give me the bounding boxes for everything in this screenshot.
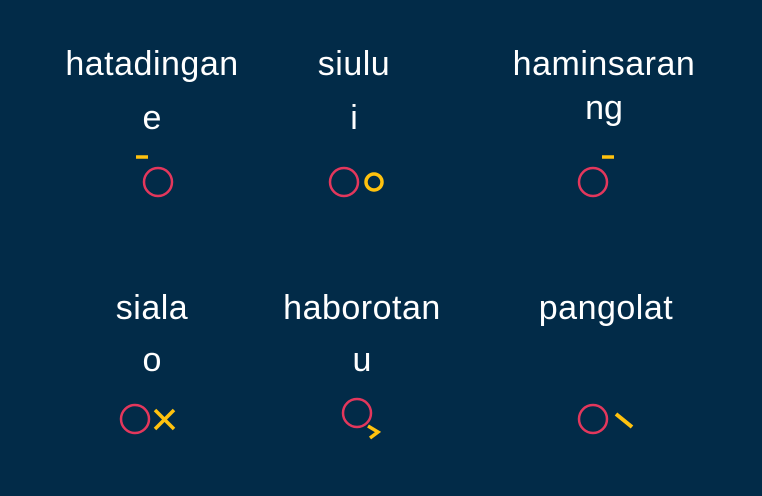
diacritic-name: siala — [115, 289, 189, 327]
pangolat-glyph-icon — [577, 403, 634, 435]
diacritic-name: haminsaran — [512, 45, 696, 83]
small-circle-mark-icon — [364, 172, 384, 192]
base-circle-icon — [577, 166, 609, 198]
diacritic-name: pangolat — [538, 289, 674, 327]
diacritic-name: siulu — [317, 45, 391, 83]
chevron-mark-icon — [367, 424, 382, 440]
hatadingan-glyph-icon — [136, 155, 174, 198]
card-siulu: siulu i — [254, 42, 454, 212]
base-circle-icon — [142, 166, 174, 198]
sound-letter: i — [350, 99, 358, 137]
siulu-glyph-icon — [328, 166, 384, 198]
base-circle-icon — [341, 397, 373, 429]
haminsaran-glyph-icon — [577, 155, 614, 198]
haborotan-glyph-icon — [341, 397, 382, 440]
siala-glyph-icon — [119, 403, 176, 435]
base-circle-icon — [577, 403, 609, 435]
card-pangolat: pangolat — [506, 286, 706, 456]
sound-letter: o — [142, 341, 162, 379]
card-hatadingan: hatadingan e — [52, 42, 252, 212]
diacritic-name: hatadingan — [65, 45, 239, 83]
sound-letter: e — [142, 99, 162, 137]
sound-letter: u — [352, 341, 372, 379]
card-haborotan: haborotan u — [262, 286, 462, 456]
base-circle-icon — [328, 166, 360, 198]
card-haminsaran: haminsaran ng — [494, 42, 714, 212]
diacritic-name: haborotan — [283, 289, 441, 327]
base-circle-icon — [119, 403, 151, 435]
card-siala: siala o — [52, 286, 252, 456]
sound-letter: ng — [585, 89, 623, 127]
slash-mark-icon — [614, 412, 634, 429]
